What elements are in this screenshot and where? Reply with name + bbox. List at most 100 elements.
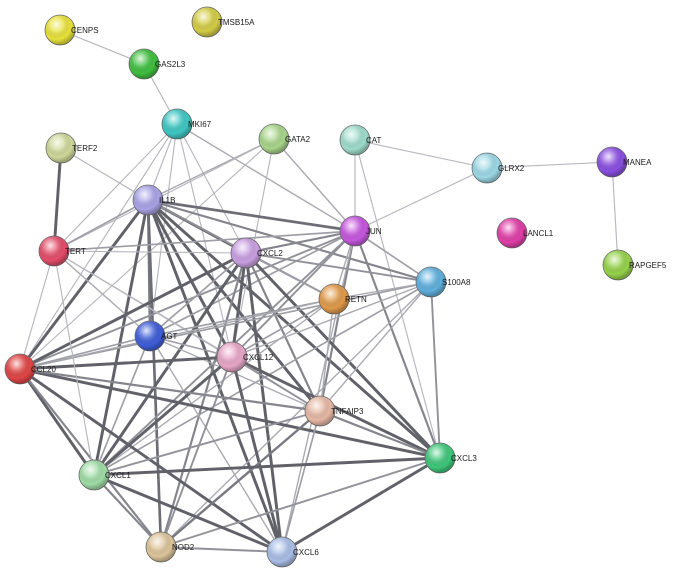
node-sphere-highlight — [231, 238, 261, 268]
node-lancl1[interactable]: LANCL1 — [496, 217, 554, 249]
node-cxcl2[interactable]: CXCL2 — [230, 237, 283, 269]
edge-cxcl2-retn — [245, 252, 335, 300]
node-agt[interactable]: AGT — [134, 320, 178, 352]
node-sphere-highlight — [472, 153, 502, 183]
edge-cxcl12-cxcl1 — [92, 355, 234, 477]
edge-glrx2-jun — [354, 167, 488, 232]
node-tmsb15a[interactable]: TMSB15A — [191, 6, 255, 38]
node-label: RETN — [345, 295, 367, 304]
node-sphere-highlight — [39, 236, 69, 266]
edge-cxcl12-nod2 — [160, 356, 233, 548]
node-label: TERF2 — [72, 144, 98, 153]
edge-cat-glrx2 — [354, 139, 488, 169]
node-manea[interactable]: MANEA — [596, 146, 652, 178]
edge-tert-agt — [53, 250, 151, 337]
node-label: TERT — [65, 247, 86, 256]
node-glrx2[interactable]: GLRX2 — [471, 152, 525, 184]
edge-tert-ccl20 — [19, 250, 55, 370]
edge-manea-rapgef5 — [611, 161, 619, 266]
node-cxcl6[interactable]: CXCL6 — [266, 536, 319, 568]
node-sphere-highlight — [79, 460, 109, 490]
node-sphere-highlight — [133, 185, 163, 215]
edge-cxcl2-s100a8 — [245, 252, 432, 283]
node-label: CXCL3 — [451, 454, 477, 463]
node-retn[interactable]: RETN — [318, 283, 367, 315]
node-tnfaip3[interactable]: TNFAIP3 — [304, 395, 364, 427]
node-sphere-highlight — [340, 216, 370, 246]
edge-nod2-cxcl6 — [160, 546, 283, 553]
edge-cxcl1-tert — [53, 250, 95, 476]
node-tert[interactable]: TERT — [38, 235, 86, 267]
edge-ccl20-cxcl3 — [18, 367, 442, 460]
edge-mki67-jun — [176, 123, 356, 232]
edge-retn-cxcl12 — [231, 298, 335, 358]
node-sphere-highlight — [319, 284, 349, 314]
node-sphere-highlight — [416, 267, 446, 297]
node-label: TNFAIP3 — [331, 407, 364, 416]
node-mki67[interactable]: MKI67 — [161, 108, 212, 140]
node-sphere-highlight — [603, 250, 633, 280]
node-cxcl3[interactable]: CXCL3 — [424, 442, 477, 474]
node-sphere-highlight — [45, 15, 75, 45]
edge-s100a8-cxcl3 — [430, 281, 441, 459]
edge-cxcl2-nod2 — [159, 251, 248, 549]
node-ccl20[interactable]: CCL20 — [4, 353, 56, 385]
edge-il1b-s100a8 — [146, 198, 433, 284]
node-sphere-highlight — [192, 7, 222, 37]
edge-s100a8-tnfaip3 — [319, 281, 432, 412]
edge-cxcl1-nod2 — [92, 473, 163, 549]
node-label: MKI67 — [188, 120, 212, 129]
edge-tnfaip3-cxcl6 — [281, 410, 321, 553]
node-label: MANEA — [623, 158, 652, 167]
edge-terf2-tert — [52, 146, 63, 253]
edge-mki67-ccl20 — [19, 123, 178, 370]
edge-tnfaip3-nod2 — [159, 409, 322, 549]
edge-cxcl3-cxcl6 — [280, 456, 442, 554]
node-rapgef5[interactable]: RAPGEF5 — [602, 249, 667, 281]
node-sphere-highlight — [162, 109, 192, 139]
edge-jun-tnfaip3 — [318, 229, 357, 413]
edge-tnfaip3-cxcl1 — [93, 410, 321, 476]
edge-cxcl2-tnfaip3 — [244, 251, 322, 413]
edge-s100a8-cxcl1 — [93, 281, 432, 476]
node-gas2l3[interactable]: GAS2L3 — [128, 48, 186, 80]
node-label: RAPGEF5 — [629, 261, 667, 270]
node-il1b[interactable]: IL1B — [132, 184, 175, 216]
edge-il1b-jun — [146, 198, 357, 233]
node-label: GLRX2 — [498, 164, 525, 173]
edge-mki67-cxcl2 — [176, 123, 247, 254]
node-label: GAS2L3 — [155, 60, 186, 69]
edge-jun-tert — [53, 230, 356, 252]
node-label: S100A8 — [442, 278, 471, 287]
node-cxcl1[interactable]: CXCL1 — [78, 459, 131, 491]
node-s100a8[interactable]: S100A8 — [415, 266, 471, 298]
node-label: LANCL1 — [523, 229, 554, 238]
edge-cxcl3-cxcl1 — [92, 456, 442, 477]
node-cat[interactable]: CAT — [339, 124, 382, 156]
node-terf2[interactable]: TERF2 — [45, 132, 98, 164]
node-cxcl12[interactable]: CXCL12 — [216, 341, 274, 373]
edge-il1b-tnfaip3 — [146, 198, 322, 413]
node-sphere-highlight — [267, 537, 297, 567]
node-cenps[interactable]: CENPS — [44, 14, 99, 46]
node-jun[interactable]: JUN — [339, 215, 382, 247]
node-label: CXCL6 — [293, 548, 319, 557]
node-sphere-highlight — [146, 532, 176, 562]
edge-s100a8-nod2 — [160, 281, 432, 548]
node-label: AGT — [161, 332, 178, 341]
edge-cxcl12-ccl20 — [18, 355, 234, 371]
node-gata2[interactable]: GATA2 — [258, 123, 311, 155]
edge-gata2-ccl20 — [19, 138, 275, 370]
edge-il1b-cxcl6 — [146, 198, 284, 554]
node-label: IL1B — [159, 196, 175, 205]
edge-cxcl12-cxcl3 — [230, 355, 442, 460]
node-label: NOD2 — [172, 543, 195, 552]
edge-mki67-tert — [53, 123, 178, 252]
edge-retn-tnfaip3 — [319, 298, 335, 412]
node-nod2[interactable]: NOD2 — [145, 531, 195, 563]
node-label: JUN — [366, 227, 382, 236]
edge-cxcl3-nod2 — [160, 457, 441, 548]
edge-cat-cxcl3 — [354, 139, 441, 459]
